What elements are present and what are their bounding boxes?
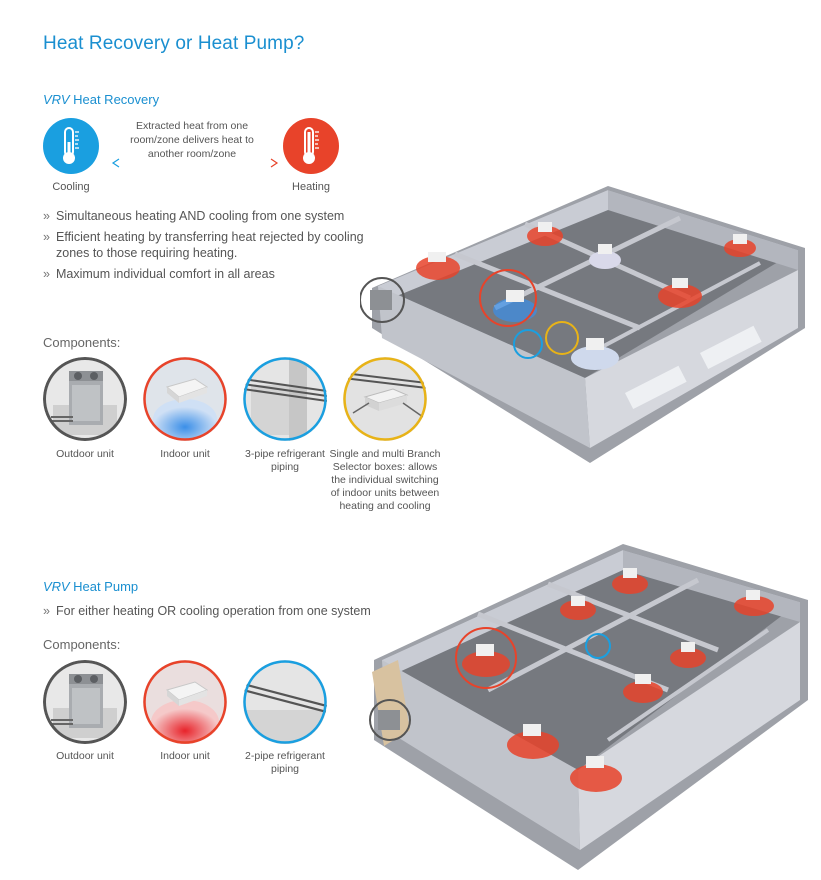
heat-transfer-description: Extracted heat from one room/zone delive… (130, 120, 254, 160)
bullet-item: Simultaneous heating AND cooling from on… (43, 208, 393, 224)
three-pipe-piping-label: 3-pipe refrigerant piping (245, 448, 325, 473)
page-title: Heat Recovery or Heat Pump? (43, 33, 305, 54)
cooling-label: Cooling (52, 181, 90, 193)
heat-pump-heading: VRV Heat Pump (43, 579, 138, 594)
heat-recovery-heading-text: Heat Recovery (69, 92, 160, 107)
heat-recovery-heading: VRV Heat Recovery (43, 92, 159, 107)
heat-pump-heading-text: Heat Pump (69, 579, 139, 594)
indoor-unit-cooling-image (143, 357, 227, 441)
heat-pump-floor-plan-image (369, 544, 808, 870)
two-pipe-piping-image (243, 660, 327, 744)
heat-pump-bullets: For either heating OR cooling operation … (43, 603, 423, 624)
two-pipe-piping-label: 2-pipe refrigerant piping (245, 750, 325, 775)
heat-recovery-floor-plan-image (360, 186, 805, 463)
three-pipe-piping-image (243, 357, 327, 441)
bullet-item: Efficient heating by transferring heat r… (43, 229, 393, 261)
branch-selector-box-label: Single and multi Branch Selector boxes: … (329, 448, 441, 512)
bullet-item: For either heating OR cooling operation … (43, 603, 423, 619)
heat-pump-brand: VRV (43, 579, 70, 594)
outdoor-unit-image (43, 660, 127, 744)
outdoor-unit-image (43, 357, 127, 441)
thermometer-cold-icon (43, 118, 99, 174)
heat-recovery-bullets: Simultaneous heating AND cooling from on… (43, 208, 393, 287)
bullet-item: Maximum individual comfort in all areas (43, 266, 393, 282)
indoor-unit-label: Indoor unit (160, 750, 210, 762)
heat-recovery-brand: VRV (43, 92, 70, 107)
components-title: Components: (43, 335, 121, 350)
indoor-unit-heating-image (143, 660, 227, 744)
indoor-unit-label: Indoor unit (160, 448, 210, 460)
double-arrow-icon (111, 158, 279, 168)
outdoor-unit-label: Outdoor unit (56, 448, 114, 460)
thermometer-hot-icon (283, 118, 339, 174)
heating-label: Heating (292, 181, 330, 193)
components-title: Components: (43, 637, 121, 652)
branch-selector-box-image (343, 357, 427, 441)
outdoor-unit-label: Outdoor unit (56, 750, 114, 762)
